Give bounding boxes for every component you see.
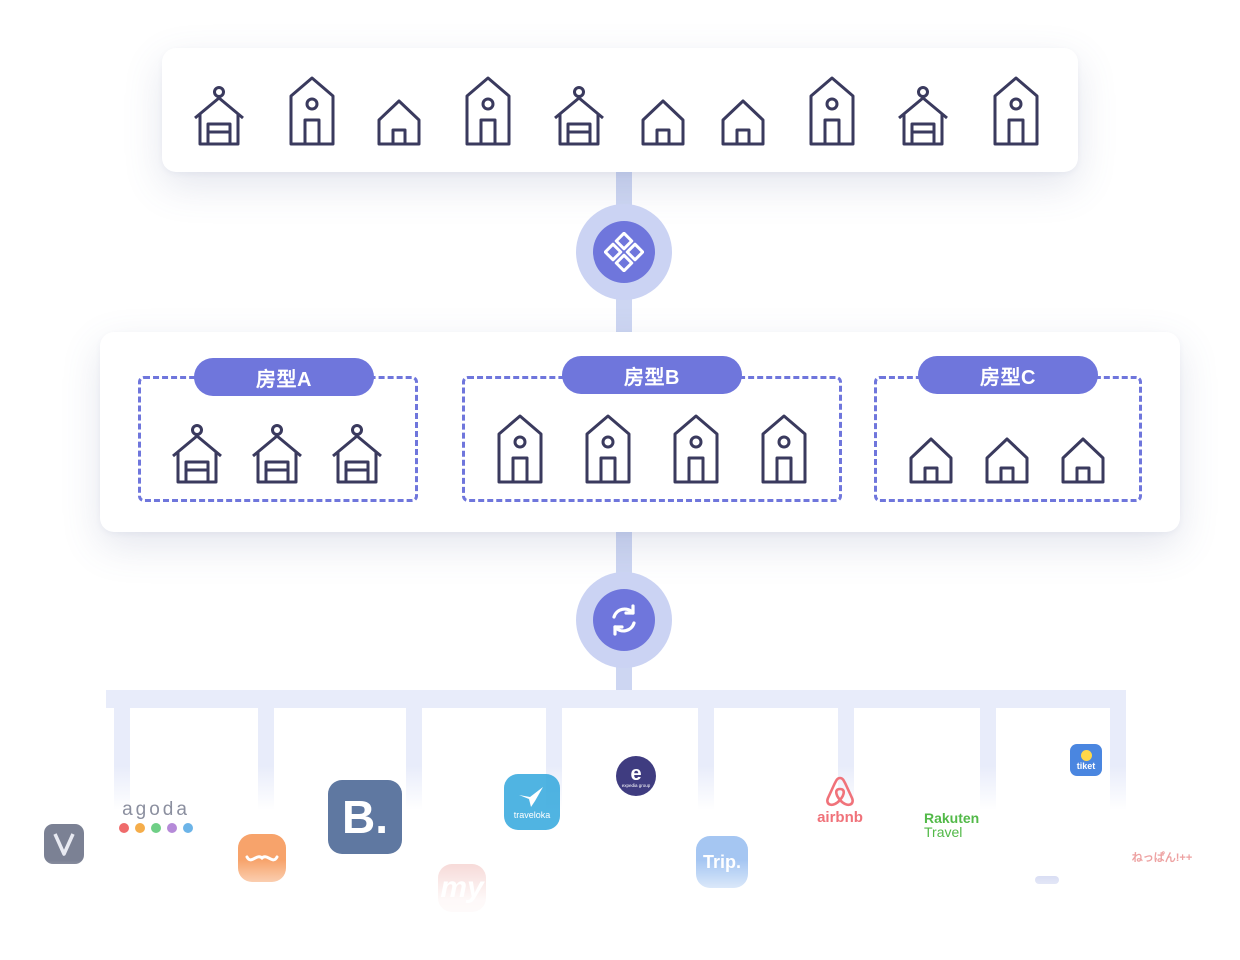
room-type-label-c: 房型C <box>918 356 1098 394</box>
shed-house-icon <box>552 86 606 146</box>
shed-house-icon <box>170 424 224 484</box>
booking-wordmark: B. <box>342 791 388 843</box>
channel-logo-booking: B. <box>328 780 402 854</box>
channel-logo-my: my <box>438 864 486 912</box>
channel-logo-airbnb: airbnb <box>808 770 872 830</box>
traveloka-wordmark: traveloka <box>513 809 551 820</box>
tall-house-icon <box>760 414 808 484</box>
channel-tree-drop <box>980 700 996 810</box>
small-house-icon <box>1060 436 1106 484</box>
shed-house-icon <box>192 86 246 146</box>
expedia-e-mark: e <box>630 762 642 785</box>
channel-logo-small-oval <box>1030 874 1064 886</box>
tall-house-icon <box>992 76 1040 146</box>
rakuten-line-2: Travel <box>924 823 963 840</box>
channel-logo-neppan: ねっぱん!++ <box>1128 846 1196 868</box>
channel-logo-mustache <box>238 834 286 882</box>
shed-house-icon <box>330 424 384 484</box>
room-types-card: 房型A 房型B 房型C <box>100 332 1180 532</box>
channel-logo-agoda: agoda <box>116 796 196 836</box>
expedia-wordmark: expedia group <box>621 782 651 788</box>
tiket-dot <box>1080 749 1092 761</box>
channel-logo-expedia: e expedia group <box>616 756 656 796</box>
all-rooms-card <box>162 48 1078 172</box>
channel-logo-traveloka: traveloka <box>504 774 560 830</box>
oval-mark <box>1035 876 1059 884</box>
small-house-icon <box>640 98 686 146</box>
tall-house-icon <box>288 76 336 146</box>
room-type-label-a: 房型A <box>194 358 374 396</box>
grouping-hub <box>576 204 672 300</box>
channel-tree-drop <box>698 700 714 810</box>
channel-logo-rakuten: Rakuten Travel <box>924 808 994 842</box>
shed-house-icon <box>250 424 304 484</box>
tall-house-icon <box>496 414 544 484</box>
channel-tree-drop <box>258 700 274 810</box>
channel-logo-trip: Trip. <box>696 836 748 888</box>
small-house-icon <box>376 98 422 146</box>
channel-tree-bar <box>106 690 1126 708</box>
small-house-icon <box>984 436 1030 484</box>
channel-tree-drop <box>838 700 854 810</box>
tall-house-icon <box>584 414 632 484</box>
shed-house-icon <box>896 86 950 146</box>
channel-logo-tiket: tiket <box>1070 744 1102 776</box>
airbnb-wordmark: airbnb <box>817 809 863 826</box>
tall-house-icon <box>464 76 512 146</box>
tall-house-icon <box>672 414 720 484</box>
agoda-dots <box>119 823 193 833</box>
channel-tree-drop <box>406 700 422 810</box>
neppan-wordmark: ねっぱん!++ <box>1131 852 1193 864</box>
my-wordmark: my <box>440 871 484 904</box>
trip-wordmark: Trip. <box>702 851 741 872</box>
tall-house-icon <box>808 76 856 146</box>
room-type-label-b: 房型B <box>562 356 742 394</box>
rakuten-line-1: Rakuten <box>924 809 980 826</box>
grid-diamond-icon <box>593 221 655 283</box>
sync-hub <box>576 572 672 668</box>
channel-logo-v <box>44 824 84 864</box>
tiket-wordmark: tiket <box>1076 760 1096 771</box>
agoda-wordmark: agoda <box>122 799 190 820</box>
channel-tree-drop <box>114 700 130 810</box>
small-house-icon <box>720 98 766 146</box>
small-house-icon <box>908 436 954 484</box>
sync-arrows-icon <box>593 589 655 651</box>
channel-tree-drop <box>1110 700 1126 810</box>
